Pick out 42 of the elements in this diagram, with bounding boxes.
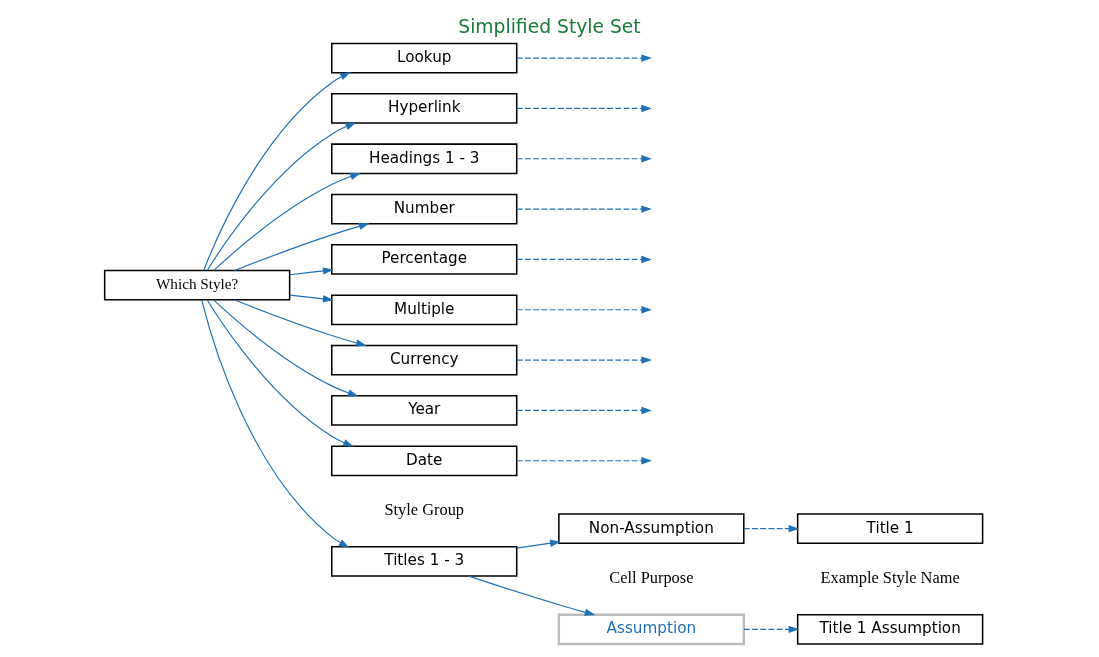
arrow — [206, 299, 354, 447]
arrow — [516, 255, 652, 264]
node-box: Hyperlink — [331, 93, 518, 124]
node-box: Non-Assumption — [558, 513, 745, 545]
arrow — [213, 299, 359, 397]
arrow — [516, 54, 652, 62]
arrow — [213, 172, 361, 271]
node-box: Currency — [331, 344, 518, 376]
node-box: Multiple — [331, 294, 518, 326]
arrow — [203, 72, 351, 271]
arrow — [201, 299, 350, 548]
arrow — [289, 294, 334, 303]
node-box: Year — [331, 395, 518, 426]
arrow — [234, 222, 370, 272]
arrow — [516, 356, 652, 364]
node-box: Title 1 — [796, 513, 984, 545]
arrow — [233, 299, 367, 347]
node-box: Headings 1 - 3 — [331, 143, 518, 175]
node-box: Lookup — [331, 42, 518, 74]
arrow — [743, 524, 800, 533]
arrow — [516, 205, 652, 213]
arrow — [468, 575, 596, 616]
node-box: Assumption — [557, 613, 745, 646]
label: Style Group — [384, 500, 465, 520]
node-box: Title 1 Assumption — [796, 613, 984, 645]
node-box: Which Style? — [103, 269, 291, 301]
arrow — [206, 122, 357, 271]
arrow — [516, 539, 561, 549]
node-box: Percentage — [331, 244, 518, 275]
arrow — [516, 306, 652, 314]
node-box: Titles 1 - 3 — [331, 546, 518, 577]
arrow — [289, 267, 334, 276]
arrow — [516, 155, 652, 163]
arrow — [516, 406, 652, 415]
node-box: Date — [331, 445, 518, 477]
arrow — [516, 457, 652, 465]
label: Cell Purpose — [609, 568, 694, 588]
arrow — [516, 104, 652, 113]
diagram-title: Simplified Style Set — [458, 15, 641, 37]
node-box: Number — [331, 193, 518, 225]
arrow — [743, 625, 800, 634]
label: Example Style Name — [820, 568, 960, 588]
